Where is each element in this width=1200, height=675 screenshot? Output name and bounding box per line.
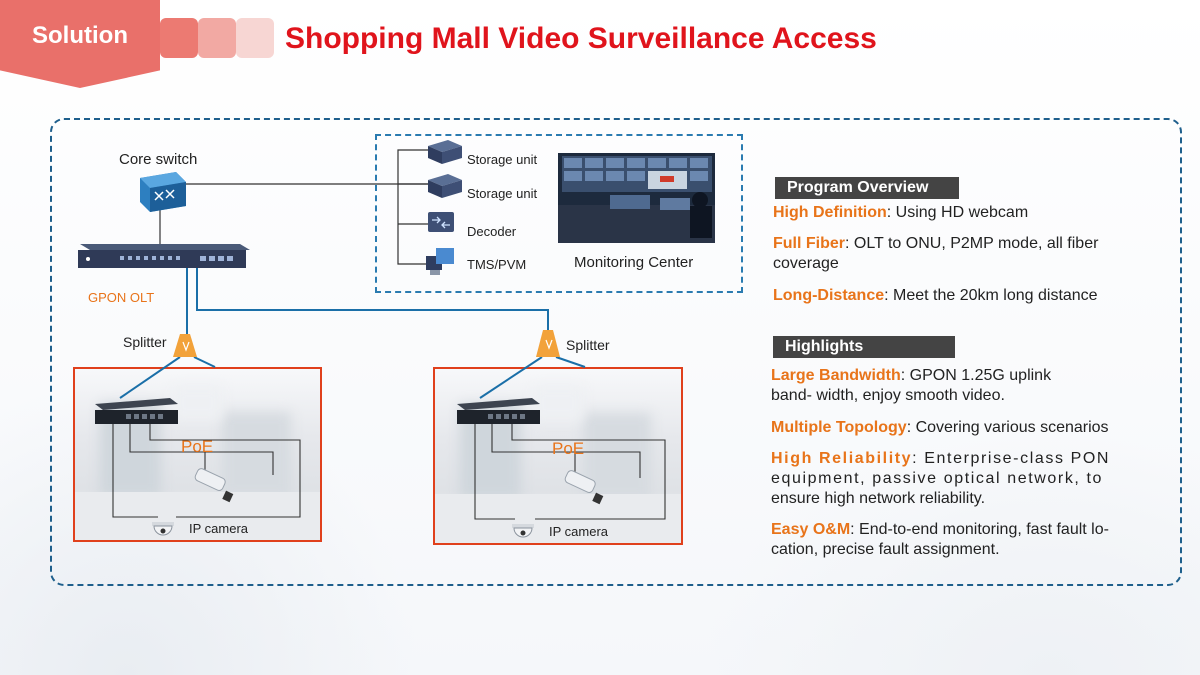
program-overview-heading: Program Overview	[775, 177, 959, 199]
camera-wiring-left	[112, 424, 301, 518]
monitoring-center-image	[558, 153, 715, 243]
page-title: Shopping Mall Video Surveillance Access	[285, 22, 877, 55]
highlight-item-text-cont: band- width, enjoy smooth video.	[771, 387, 1005, 404]
monitoring-center-frame	[375, 134, 743, 293]
splitter-right-icon	[536, 330, 560, 357]
monitoring-center-label: Monitoring Center	[574, 254, 694, 271]
decorative-square	[198, 18, 236, 58]
highlight-item-text: : GPON 1.25G uplink	[900, 367, 1052, 384]
solution-tab: Solution	[0, 0, 160, 88]
overview-item-text: : Meet the 20km long distance	[884, 287, 1098, 304]
highlight-item-text: : Covering various scenarios	[906, 419, 1109, 436]
poe-switch-left-icon	[95, 398, 178, 424]
storage-unit-label: Storage unit	[467, 186, 538, 201]
poe-right-label: PoE	[552, 439, 585, 458]
poe-left-label: PoE	[181, 437, 214, 456]
overview-item-text: : OLT to ONU, P2MP mode, all fiber	[845, 235, 1099, 252]
storage-unit-icon	[428, 174, 462, 198]
poe-switch-right-icon	[457, 398, 540, 424]
tms-pvm-icon	[426, 248, 454, 275]
highlight-item: Easy O&M: End-to-end monitoring, fast fa…	[771, 520, 1183, 560]
storage-unit-label: Storage unit	[467, 152, 538, 167]
core-switch-label: Core switch	[119, 151, 198, 168]
core-link	[159, 149, 430, 265]
overview-item: High Definition: Using HD webcam	[773, 203, 1173, 223]
mall-scene-left	[73, 367, 322, 542]
diagram-frame	[50, 118, 1182, 586]
overview-item-key: High Definition	[773, 204, 887, 221]
highlight-item-key: Multiple Topology	[771, 419, 907, 436]
overview-item-text-cont: coverage	[773, 255, 839, 272]
highlight-item: Multiple Topology: Covering various scen…	[771, 418, 1181, 438]
dome-camera-left-icon	[152, 522, 174, 536]
highlight-item-text-cont: equipment, passive optical network, to	[771, 470, 1104, 487]
decorative-square	[160, 18, 198, 58]
overview-item-text: : Using HD webcam	[886, 204, 1029, 221]
highlight-item: Large Bandwidth: GPON 1.25G uplink band-…	[771, 366, 1181, 406]
tms-pvm-label: TMS/PVM	[467, 257, 527, 272]
highlights-heading: Highlights	[773, 336, 955, 358]
bullet-camera-right-icon	[564, 470, 604, 505]
decorative-square	[236, 18, 274, 58]
highlight-item-text-cont: ensure high network reliability.	[771, 490, 986, 507]
ip-camera-left-label: IP camera	[189, 521, 249, 536]
gpon-olt-icon	[78, 244, 250, 268]
solution-tab-label: Solution	[32, 22, 128, 49]
overview-item: Full Fiber: OLT to ONU, P2MP mode, all f…	[773, 234, 1173, 274]
highlight-item-key: Easy O&M	[771, 521, 851, 538]
fiber-links	[119, 266, 586, 399]
camera-wiring-right	[474, 424, 666, 520]
gpon-olt-label: GPON OLT	[88, 290, 155, 305]
highlight-item-text-cont: cation, precise fault assignment.	[771, 541, 1000, 558]
highlight-item-text: : End-to-end monitoring, fast fault lo-	[850, 521, 1109, 538]
highlight-item: High Reliability: Enterprise-class PON e…	[771, 449, 1183, 509]
highlight-item-text: : Enterprise-class PON	[912, 450, 1111, 467]
ip-camera-right-label: IP camera	[549, 524, 609, 539]
background-decoration	[700, 425, 1200, 675]
splitter-left-label: Splitter	[123, 334, 167, 350]
highlight-item-key: Large Bandwidth	[771, 367, 901, 384]
storage-unit-icon	[428, 140, 462, 164]
decoder-icon	[428, 212, 454, 232]
dome-camera-right-icon	[512, 524, 534, 538]
splitter-left-icon	[173, 334, 197, 357]
overview-item-key: Full Fiber	[773, 235, 845, 252]
splitter-right-label: Splitter	[566, 337, 610, 353]
core-switch-icon	[140, 172, 186, 212]
bullet-camera-left-icon	[194, 468, 234, 503]
overview-item-key: Long-Distance	[773, 287, 885, 304]
decoder-label: Decoder	[467, 224, 517, 239]
highlight-item-key: High Reliability	[771, 450, 913, 467]
overview-item: Long-Distance: Meet the 20km long distan…	[773, 286, 1173, 306]
